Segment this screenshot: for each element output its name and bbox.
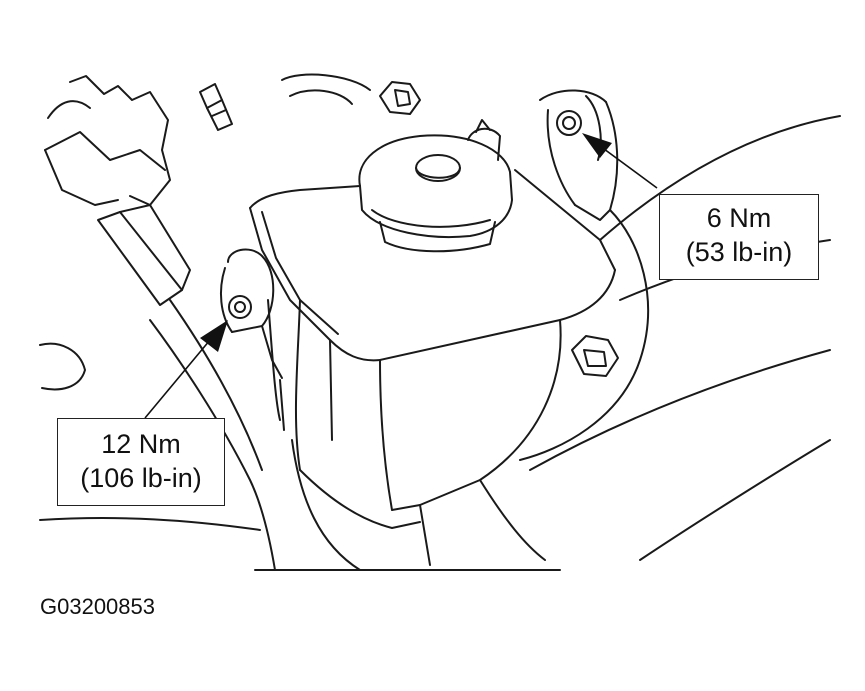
background-line-left [40, 518, 260, 530]
background-curve-lower-right [640, 440, 830, 560]
background-curve-left [40, 344, 85, 390]
torque-nm-value: 6 Nm [706, 203, 772, 233]
coolant-reservoir-tank [250, 170, 648, 570]
bracket-right [540, 90, 617, 220]
torque-callout-right-bolt: 6 Nm (53 lb-in) [659, 194, 819, 280]
background-line-fender [530, 350, 830, 470]
hose-lower-left-edge [170, 300, 262, 470]
background-line-right [600, 116, 840, 240]
torque-nm-value: 12 Nm [101, 429, 181, 459]
leader-right [582, 133, 657, 188]
figure-code: G03200853 [40, 594, 155, 619]
leader-left [145, 320, 228, 418]
hex-nut-right [572, 336, 618, 376]
mount-upper-center [282, 75, 420, 114]
torque-lbin-value: (53 lb-in) [685, 237, 793, 267]
small-bolt-upper [200, 84, 232, 130]
bracket-upper-left [45, 76, 190, 305]
hose-lower-left [150, 320, 275, 570]
torque-lbin-value: (106 lb-in) [80, 463, 202, 493]
reservoir-mount-ear-left [221, 249, 282, 378]
reservoir-cap [359, 120, 512, 251]
torque-callout-left-bolt: 12 Nm (106 lb-in) [57, 418, 225, 506]
